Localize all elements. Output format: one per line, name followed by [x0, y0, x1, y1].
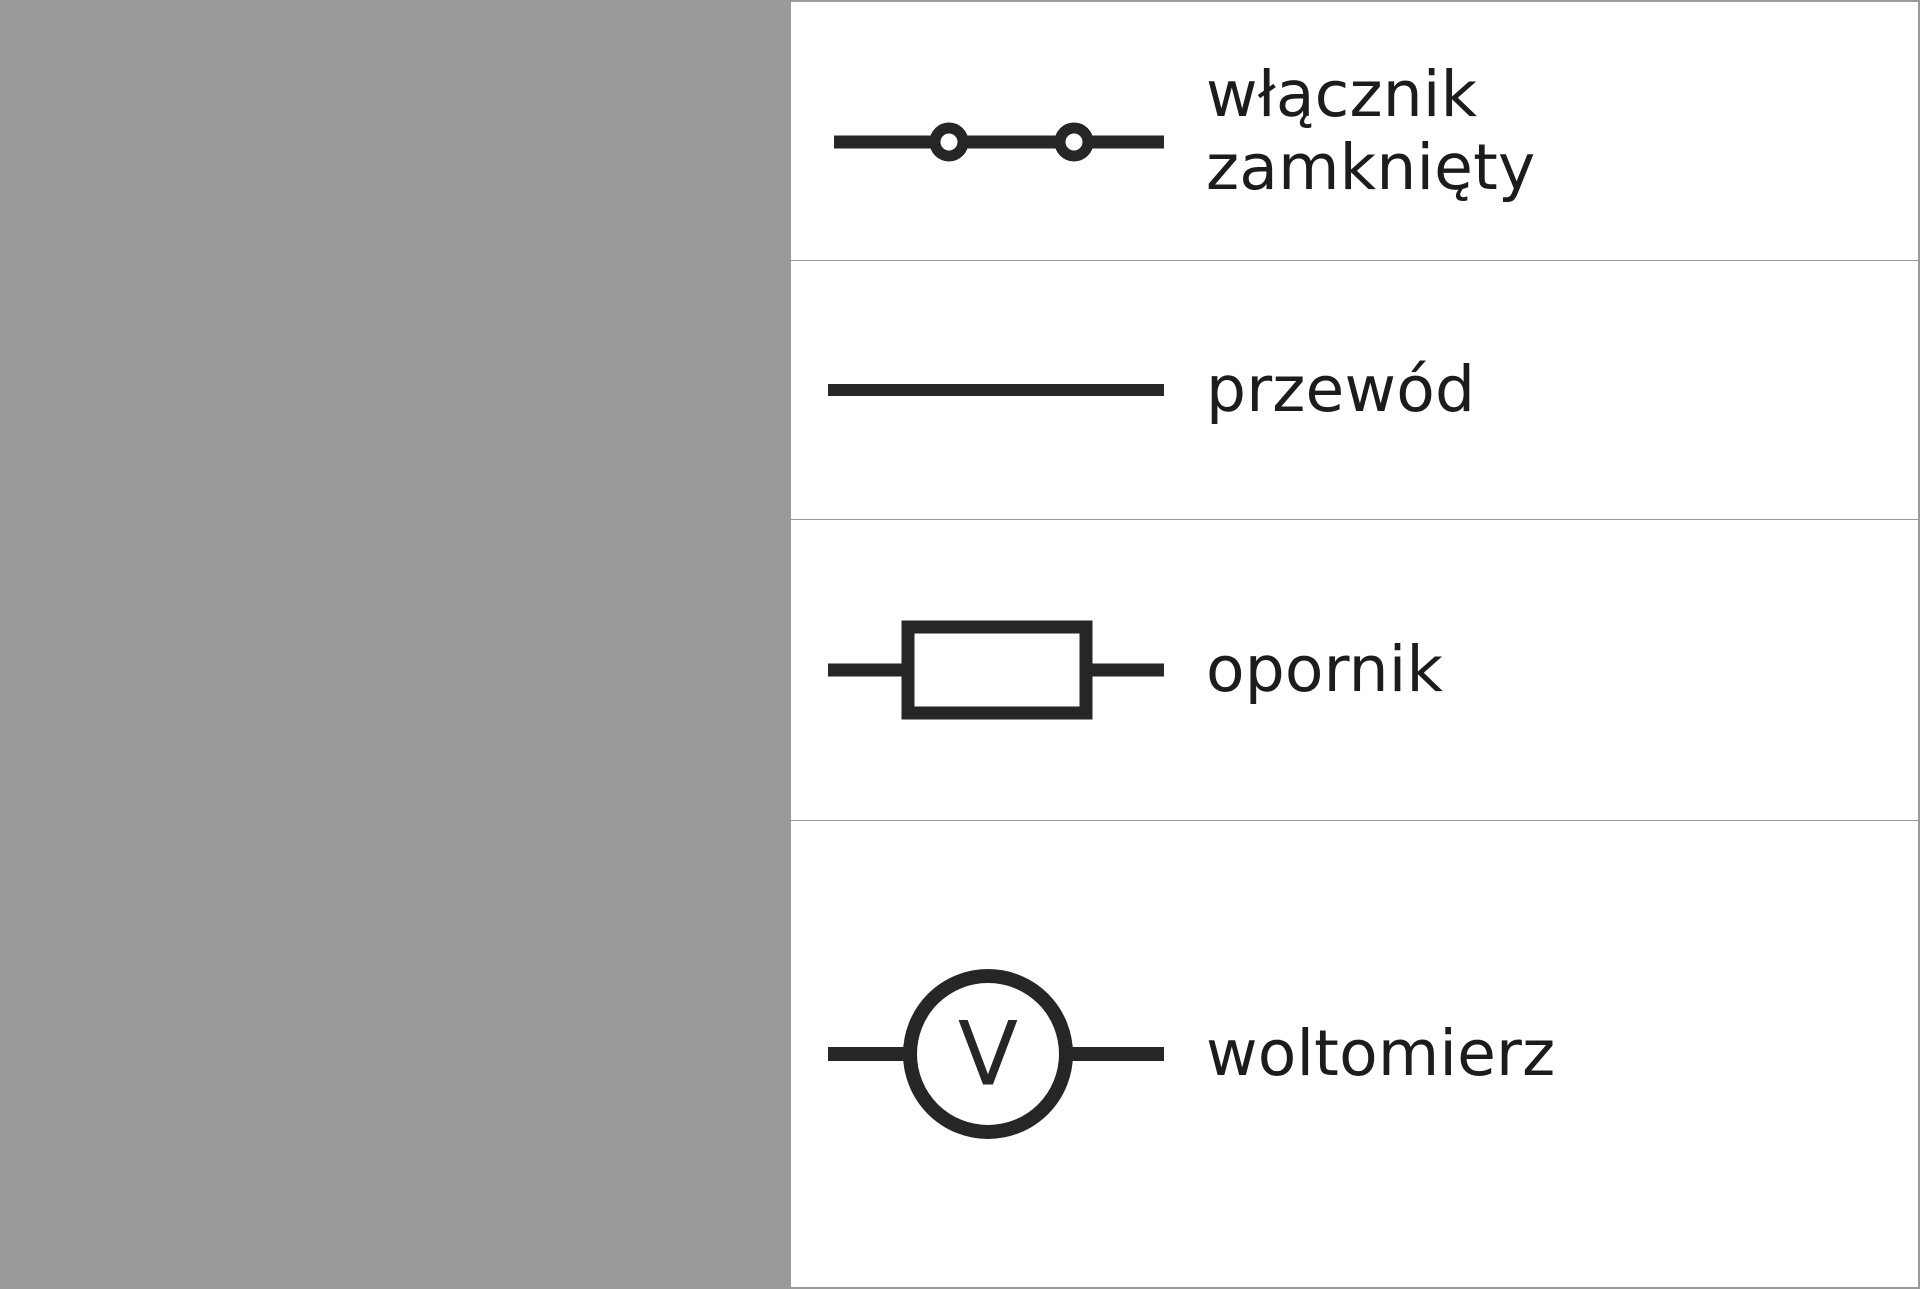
grid-vertical-rule: [2, 2, 791, 260]
grid-vertical-rule: [2, 821, 791, 1287]
cell-label: opornik: [1206, 633, 1444, 707]
grid-horizontal-rule: [2, 820, 1918, 821]
cell-label: woltomierz: [1206, 1017, 1556, 1091]
grid-vertical-rule: [2, 261, 791, 519]
cell-label: włącznik zamknięty: [1206, 57, 1536, 204]
grid-horizontal-rule: [2, 260, 1918, 261]
table-cell-resistor: opornik: [792, 520, 1918, 820]
grid-horizontal-rule: [2, 519, 1918, 520]
table-cell-voltmeter: V woltomierz: [792, 821, 1918, 1287]
closed-switch-icon: [816, 76, 1176, 186]
grid-vertical-rule: [2, 520, 791, 820]
wire-icon: [816, 360, 1176, 420]
voltmeter-letter: V: [958, 1003, 1018, 1106]
cell-label: przewód: [1206, 353, 1476, 427]
table-cell-switch-closed: włącznik zamknięty: [792, 2, 1918, 260]
table-cell-wire: przewód: [792, 261, 1918, 519]
voltmeter-icon: V: [816, 944, 1176, 1164]
resistor-icon: [816, 605, 1176, 735]
